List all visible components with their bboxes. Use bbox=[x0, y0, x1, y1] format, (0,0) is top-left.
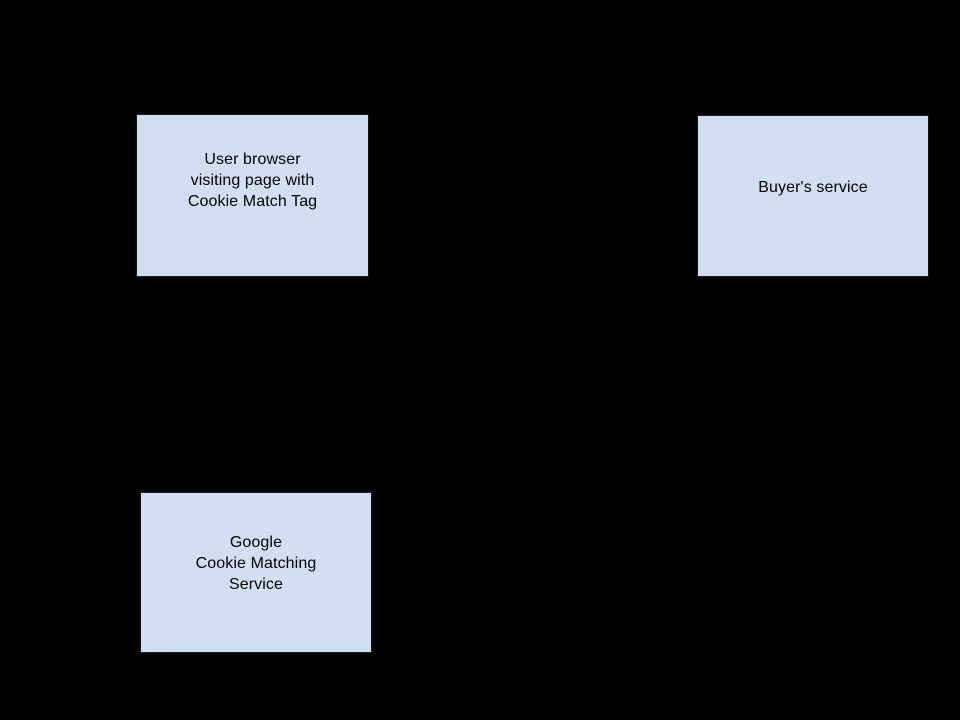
diagram-node-buyer-service-label: Buyer's service bbox=[758, 178, 868, 196]
diagram-node-google-cookie-matching-service[interactable]: Google Cookie Matching Service bbox=[140, 492, 372, 653]
diagram-node-user-browser-label: User browser visiting page with Cookie M… bbox=[187, 151, 318, 210]
diagram-node-google-cookie-matching-service-label: Google Cookie Matching Service bbox=[195, 534, 317, 593]
diagram-node-user-browser[interactable]: User browser visiting page with Cookie M… bbox=[136, 114, 369, 277]
diagram-node-buyer-service[interactable]: Buyer's service bbox=[697, 115, 929, 277]
